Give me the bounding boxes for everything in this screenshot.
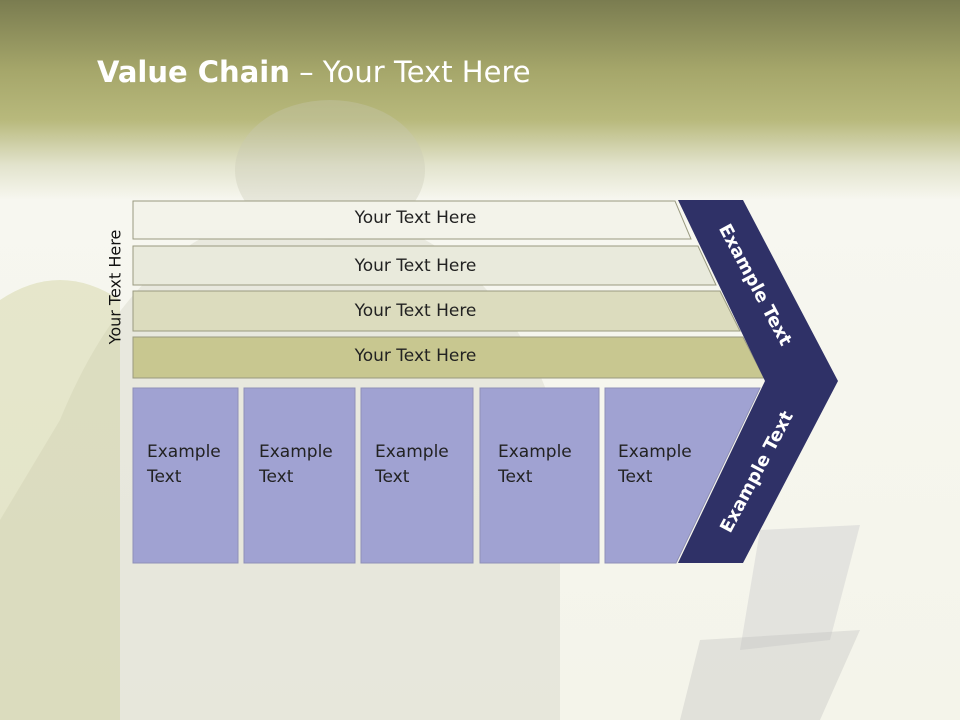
box-label-line2: Text xyxy=(147,467,182,487)
support-row-3-label: Your Text Here xyxy=(354,301,477,321)
support-row-3 xyxy=(132,290,741,332)
primary-box-3 xyxy=(360,387,474,564)
support-row-4-label: Your Text Here xyxy=(354,346,477,366)
primary-box-1 xyxy=(132,387,239,564)
support-row-2-label: Your Text Here xyxy=(354,256,477,276)
box-label-line2: Text xyxy=(375,467,410,487)
box-label-line1: Example xyxy=(618,442,692,462)
box-label-line2: Text xyxy=(618,467,653,487)
title-rest: – Your Text Here xyxy=(289,55,531,89)
support-row-1 xyxy=(132,200,692,240)
box-label-line1: Example xyxy=(147,442,221,462)
diagram-reflection xyxy=(0,560,960,720)
box-label-line1: Example xyxy=(375,442,449,462)
support-row-2 xyxy=(132,245,717,286)
box-label-line2: Text xyxy=(259,467,294,487)
support-row-1-label: Your Text Here xyxy=(354,208,477,228)
primary-box-5 xyxy=(604,387,761,564)
box-label-line1: Example xyxy=(259,442,333,462)
margin-chevron xyxy=(678,200,838,563)
box-label-line1: Example xyxy=(498,442,572,462)
primary-box-4 xyxy=(479,387,600,564)
slide-title: Value Chain – Your Text Here xyxy=(97,55,531,89)
box-label-line2: Text xyxy=(498,467,533,487)
title-bold: Value Chain xyxy=(97,55,290,89)
primary-box-2 xyxy=(243,387,356,564)
